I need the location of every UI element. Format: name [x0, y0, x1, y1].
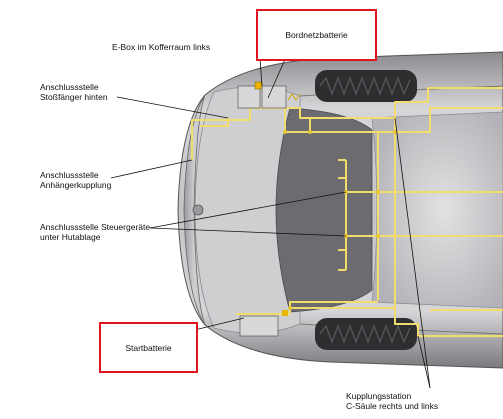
wheel-rear-left — [315, 318, 417, 350]
highlight-onboard-battery-text: Bordnetzbatterie — [285, 30, 348, 40]
e-box-component — [237, 81, 263, 109]
starter-battery-component — [239, 310, 288, 337]
highlight-starter-battery: Startbatterie — [99, 322, 198, 373]
label-e-box: E-Box im Kofferraum links — [112, 42, 210, 52]
label-ecu-line1: Anschlussstelle Steuergeräte — [40, 222, 151, 232]
label-trailer-line2: Anhängerkupplung — [40, 180, 112, 190]
label-trailer: Anschlussstelle Anhängerkupplung — [40, 170, 111, 190]
wheel-rear-right — [315, 70, 417, 102]
emblem-icon — [192, 204, 204, 216]
label-ecu: Anschlussstelle Steuergeräte unter Hutab… — [40, 222, 150, 242]
label-bumper-line2: Stoßfänger hinten — [40, 92, 108, 102]
label-coupling: Kupplungsstation C-Säule rechts und link… — [346, 391, 438, 411]
label-coupling-line1: Kupplungsstation — [346, 391, 412, 401]
label-e-box-text: E-Box im Kofferraum links — [112, 42, 211, 52]
label-ecu-line2: unter Hutablage — [40, 232, 101, 242]
leader-lines — [110, 47, 431, 389]
wiring-harness — [191, 87, 503, 337]
label-bumper-line1: Anschlussstelle — [40, 82, 99, 92]
fuse-holder-icon — [287, 93, 301, 101]
onboard-battery-component — [261, 85, 287, 109]
label-bumper: Anschlussstelle Stoßfänger hinten — [40, 82, 108, 102]
highlight-onboard-battery: Bordnetzbatterie — [256, 9, 377, 61]
label-trailer-line1: Anschlussstelle — [40, 170, 99, 180]
label-coupling-line2: C-Säule rechts und links — [346, 401, 439, 411]
highlight-starter-battery-text: Startbatterie — [125, 342, 172, 353]
